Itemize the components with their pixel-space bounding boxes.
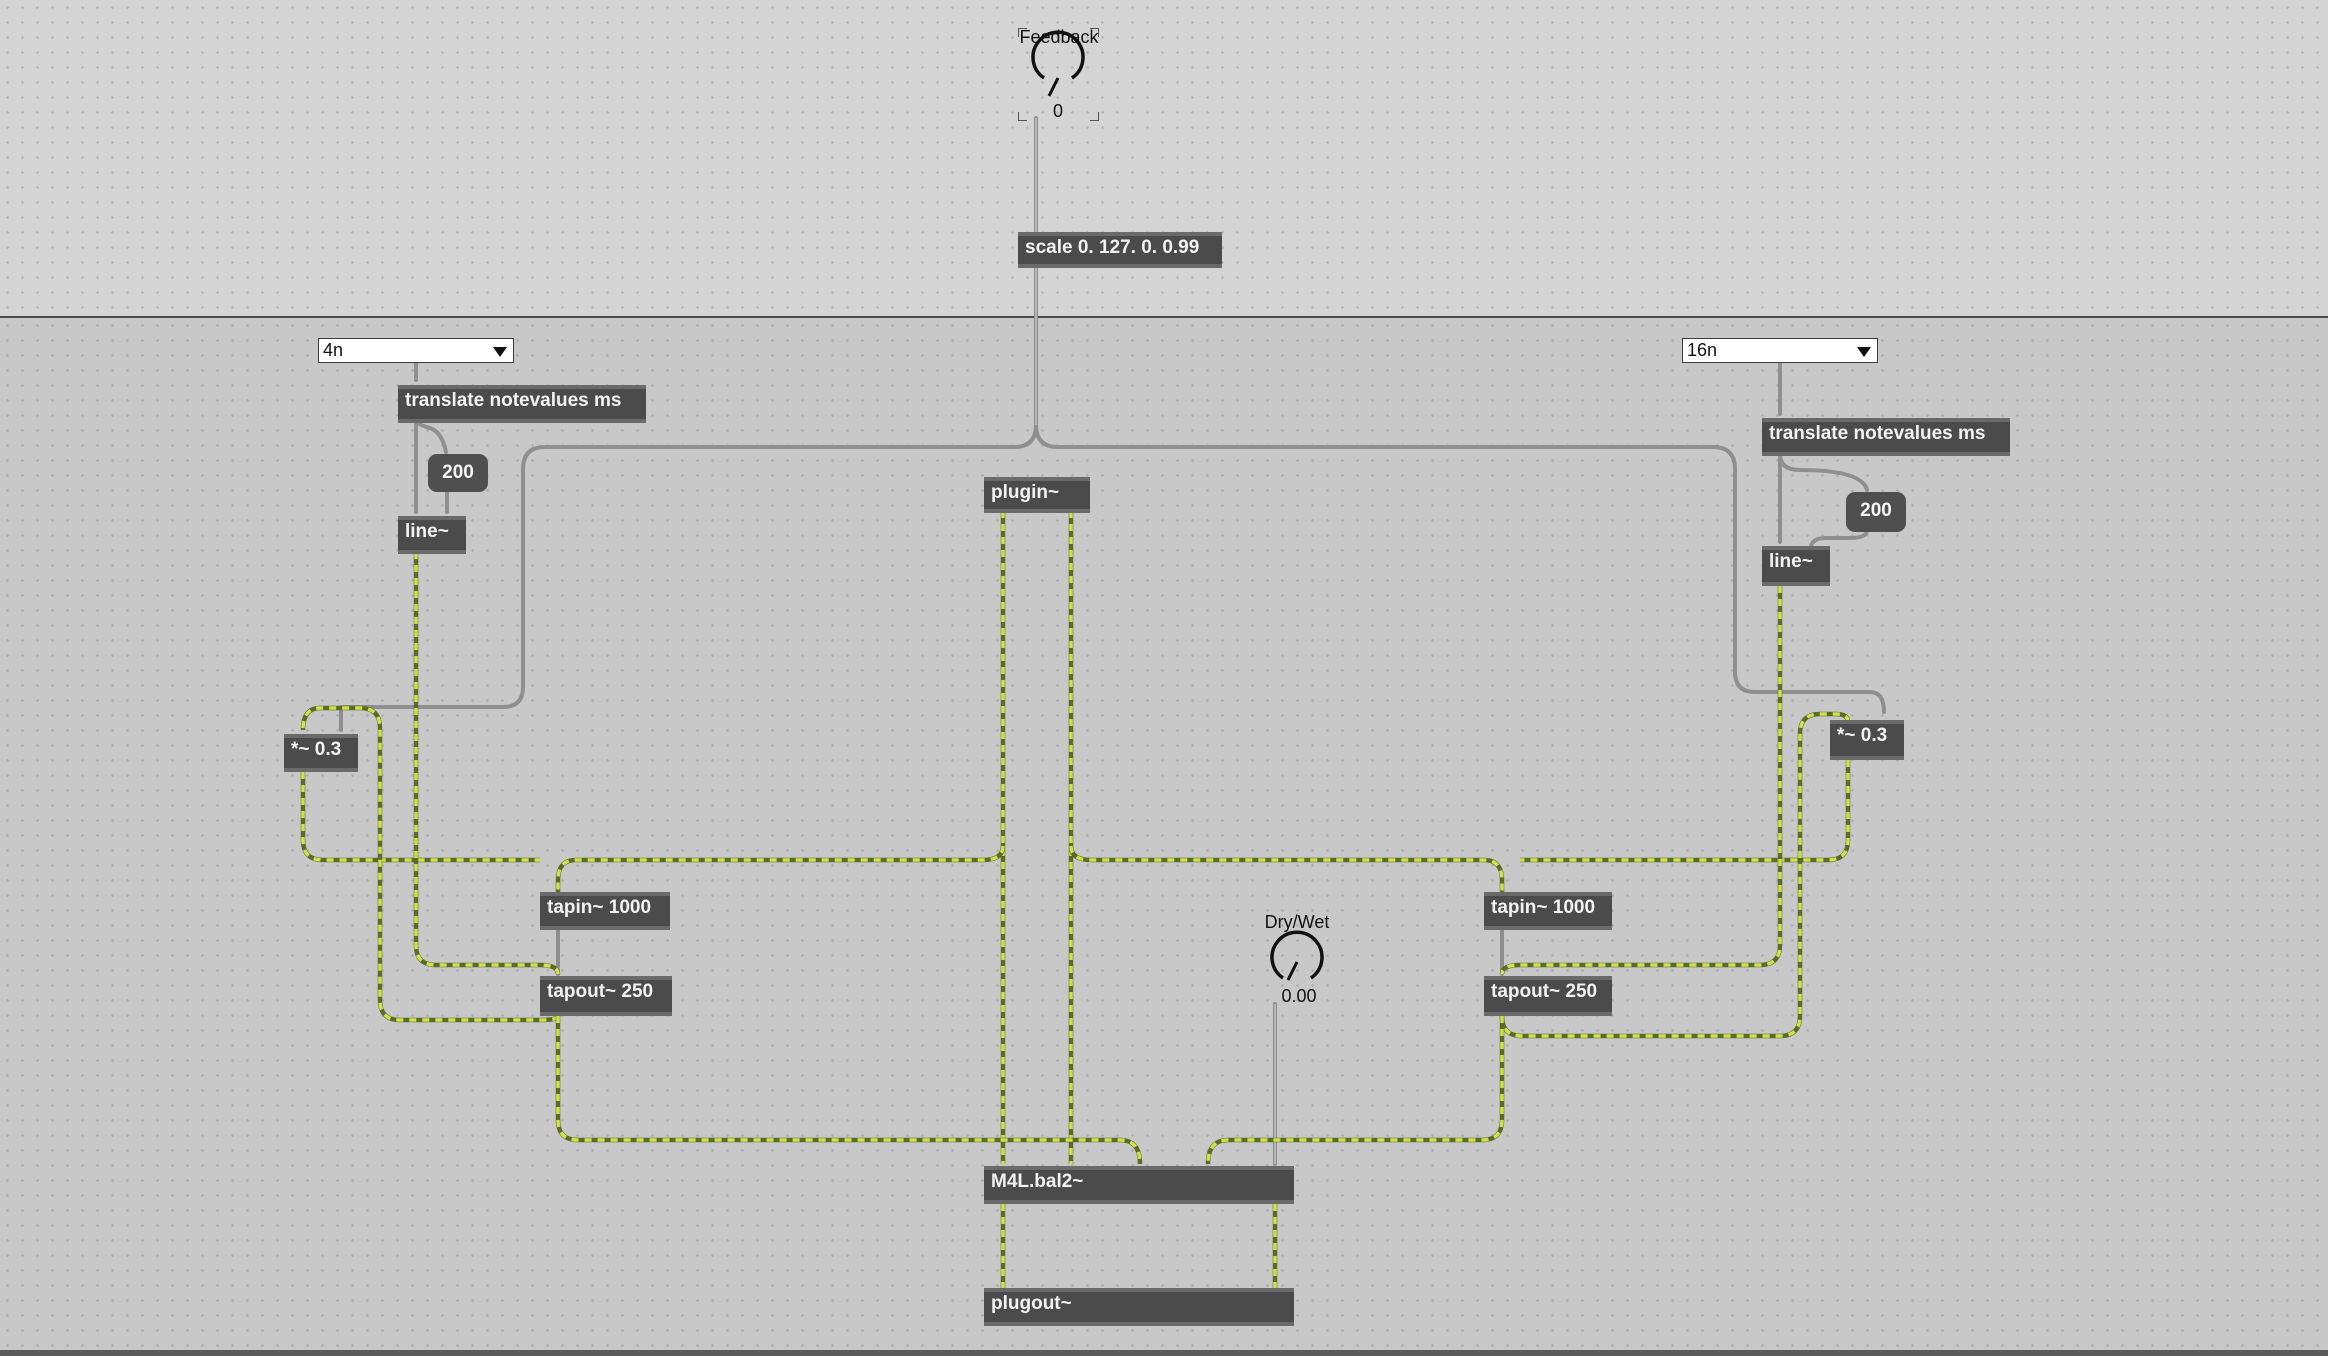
window-bottom-edge [0,1350,2328,1356]
balance-object[interactable]: M4L.bal2~ [984,1166,1294,1204]
presentation-canvas[interactable] [0,0,2328,317]
right-tapin-object[interactable]: tapin~ 1000 [1484,892,1612,930]
signal-cords [300,511,1851,1288]
feedback-selection-corner [1018,28,1027,37]
chevron-down-icon [1857,347,1871,357]
control-cords [338,116,1886,1166]
feedback-label: Feedback [1019,27,1099,47]
feedback-selection-corner [1018,112,1027,121]
drywet-label: Dry/Wet [1264,912,1330,932]
feedback-selection-corner [1090,28,1099,37]
plugout-object[interactable]: plugout~ [984,1288,1294,1326]
left-line-object[interactable]: line~ [398,516,466,554]
left-notevalue-menu[interactable]: 4n [318,338,514,363]
right-notevalue-menu[interactable]: 16n [1682,338,1878,363]
feedback-dial[interactable] [1031,30,1085,97]
chevron-down-icon [493,347,507,357]
right-line-object[interactable]: line~ [1762,546,1830,586]
right-number-box[interactable]: 200 [1846,492,1906,532]
patcher-canvas[interactable] [0,318,2328,1351]
left-tapout-object[interactable]: tapout~ 250 [540,976,672,1016]
right-translate-object[interactable]: translate notevalues ms [1762,418,2010,456]
right-tapout-object[interactable]: tapout~ 250 [1484,976,1612,1016]
right-multiply-object[interactable]: *~ 0.3 [1830,720,1904,760]
left-notevalue-menu-value: 4n [323,340,344,360]
left-number-box[interactable]: 200 [428,454,488,492]
plugin-object[interactable]: plugin~ [984,477,1090,513]
drywet-dial[interactable] [1270,930,1324,981]
feedback-selection-corner [1090,112,1099,121]
left-translate-object[interactable]: translate notevalues ms [398,385,646,423]
scale-object[interactable]: scale 0. 127. 0. 0.99 [1018,232,1222,268]
left-tapin-object[interactable]: tapin~ 1000 [540,892,670,930]
feedback-value: 0 [1052,101,1063,121]
left-multiply-object[interactable]: *~ 0.3 [284,734,358,772]
right-notevalue-menu-value: 16n [1687,340,1718,360]
drywet-value: 0.00 [1281,986,1317,1006]
canvas-divider [0,316,2328,318]
